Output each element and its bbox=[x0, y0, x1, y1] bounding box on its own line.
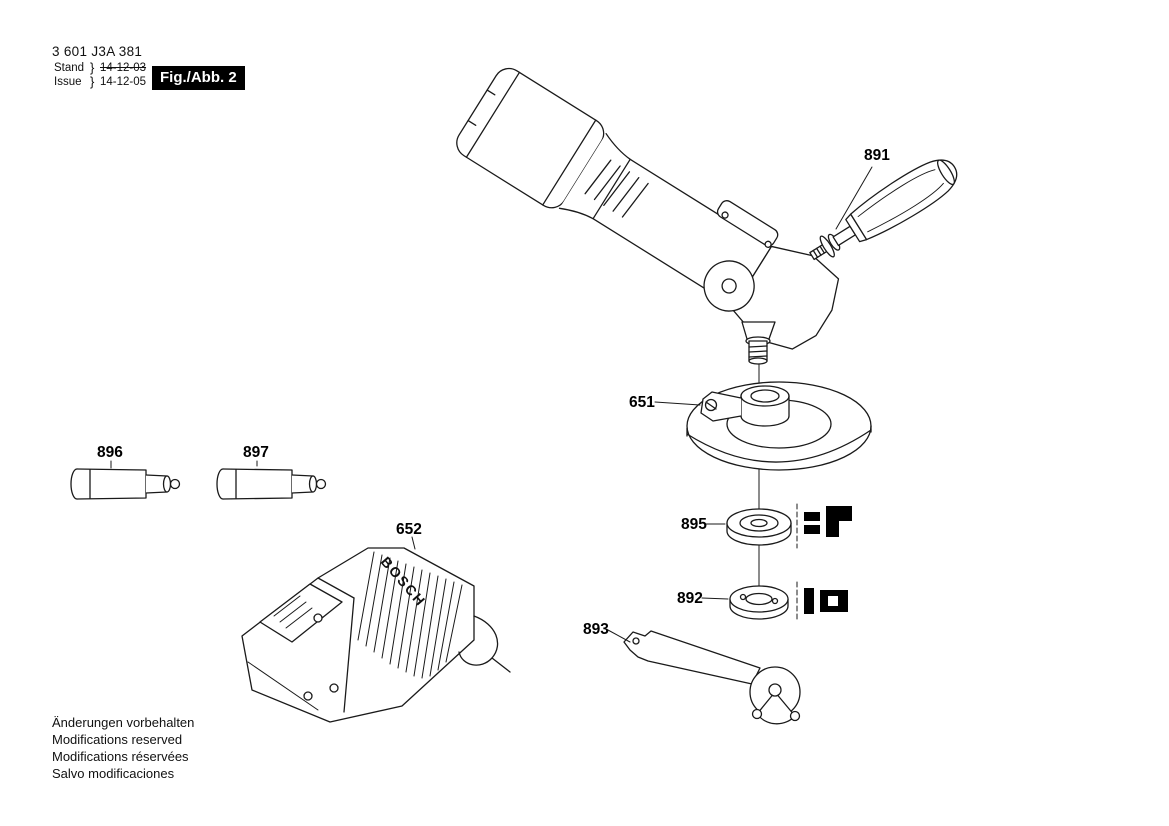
sleeve-896-drawing bbox=[70, 468, 181, 500]
issue-date: 14-12-05 bbox=[100, 76, 147, 88]
revision-stand-row: Stand } 14-12-03 bbox=[54, 61, 146, 75]
issue-brace: } bbox=[90, 74, 95, 89]
part-label-892: 892 bbox=[677, 590, 703, 607]
sleeve-897-drawing bbox=[216, 468, 327, 500]
pin-wrench-drawing bbox=[623, 630, 801, 725]
notice-line-es: Salvo modificaciones bbox=[52, 766, 175, 781]
revision-block: Stand } 14-12-03 Issue } 14-12-05 bbox=[54, 61, 146, 89]
part-label-651: 651 bbox=[629, 394, 655, 411]
grinder-body-drawing bbox=[456, 67, 840, 350]
notice-line-fr: Modifications réservées bbox=[52, 749, 189, 764]
figure-label: Fig./Abb. 2 bbox=[152, 66, 245, 90]
stand-brace: } bbox=[90, 60, 95, 75]
part-number: 3 601 J3A 381 bbox=[52, 44, 143, 59]
notice-line-de: Änderungen vorbehalten bbox=[52, 715, 195, 730]
modifications-notice: Änderungen vorbehalten Modifications res… bbox=[52, 714, 194, 782]
issue-label: Issue bbox=[54, 76, 82, 88]
revision-issue-row: Issue } 14-12-05 bbox=[54, 75, 146, 89]
guard-drawing bbox=[686, 381, 872, 471]
part-label-652: 652 bbox=[396, 521, 422, 538]
flange-orientation-icon bbox=[796, 503, 852, 549]
part-label-897: 897 bbox=[243, 444, 269, 461]
part-label-895: 895 bbox=[681, 516, 707, 533]
side-handle-drawing bbox=[809, 159, 958, 261]
clamp-nut-drawing bbox=[729, 585, 789, 620]
flange-drawing bbox=[726, 508, 792, 546]
notice-line-en: Modifications reserved bbox=[52, 732, 183, 747]
nut-orientation-icon bbox=[796, 581, 848, 621]
charger-drawing: BOSCH bbox=[241, 547, 511, 723]
spindle-drawing bbox=[741, 321, 776, 365]
stand-label: Stand bbox=[54, 62, 85, 74]
part-label-893: 893 bbox=[583, 621, 609, 638]
part-label-891: 891 bbox=[864, 147, 890, 164]
stand-date: 14-12-03 bbox=[100, 62, 147, 74]
part-label-896: 896 bbox=[97, 444, 123, 461]
leader-lines bbox=[110, 166, 873, 643]
